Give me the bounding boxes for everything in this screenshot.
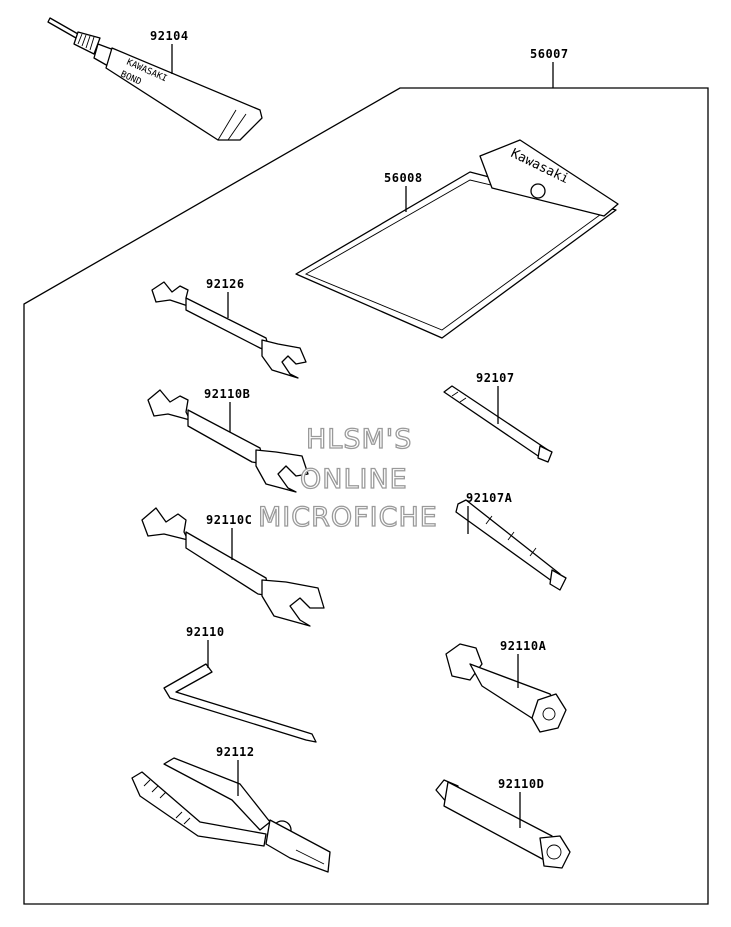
screwdriver-92107-part <box>443 385 553 463</box>
hex-key-part <box>163 663 317 743</box>
wrench-92110C-part <box>141 507 325 627</box>
watermark: HLSM'S ONLINE MICROFICHE <box>257 423 438 533</box>
toolkit-outline <box>23 87 709 905</box>
label-92110C: 92110C <box>206 513 252 527</box>
label-56008: 56008 <box>384 171 423 185</box>
socket-wrench-92110D-part <box>435 779 571 869</box>
tool-pouch-part: Kawasaki <box>295 139 619 339</box>
wrench-92126-part <box>151 281 307 379</box>
wrench-92110B-part <box>147 389 309 493</box>
watermark-line1: HLSM'S <box>306 424 412 455</box>
label-56007: 56007 <box>530 47 569 61</box>
box-wrench-92110A-part <box>445 643 567 733</box>
pliers-part <box>131 757 331 873</box>
label-92110: 92110 <box>186 625 225 639</box>
label-92110D: 92110D <box>498 777 544 791</box>
screwdriver-92107A-part <box>455 499 567 591</box>
label-92110A: 92110A <box>500 639 547 653</box>
label-92112: 92112 <box>216 745 255 759</box>
label-92104: 92104 <box>150 29 189 43</box>
label-92110B: 92110B <box>204 387 250 401</box>
label-92126: 92126 <box>206 277 245 291</box>
watermark-line2: ONLINE <box>300 464 408 495</box>
watermark-line3: MICROFICHE <box>258 502 438 533</box>
label-92107A: 92107A <box>466 491 513 505</box>
label-92107: 92107 <box>476 371 515 385</box>
